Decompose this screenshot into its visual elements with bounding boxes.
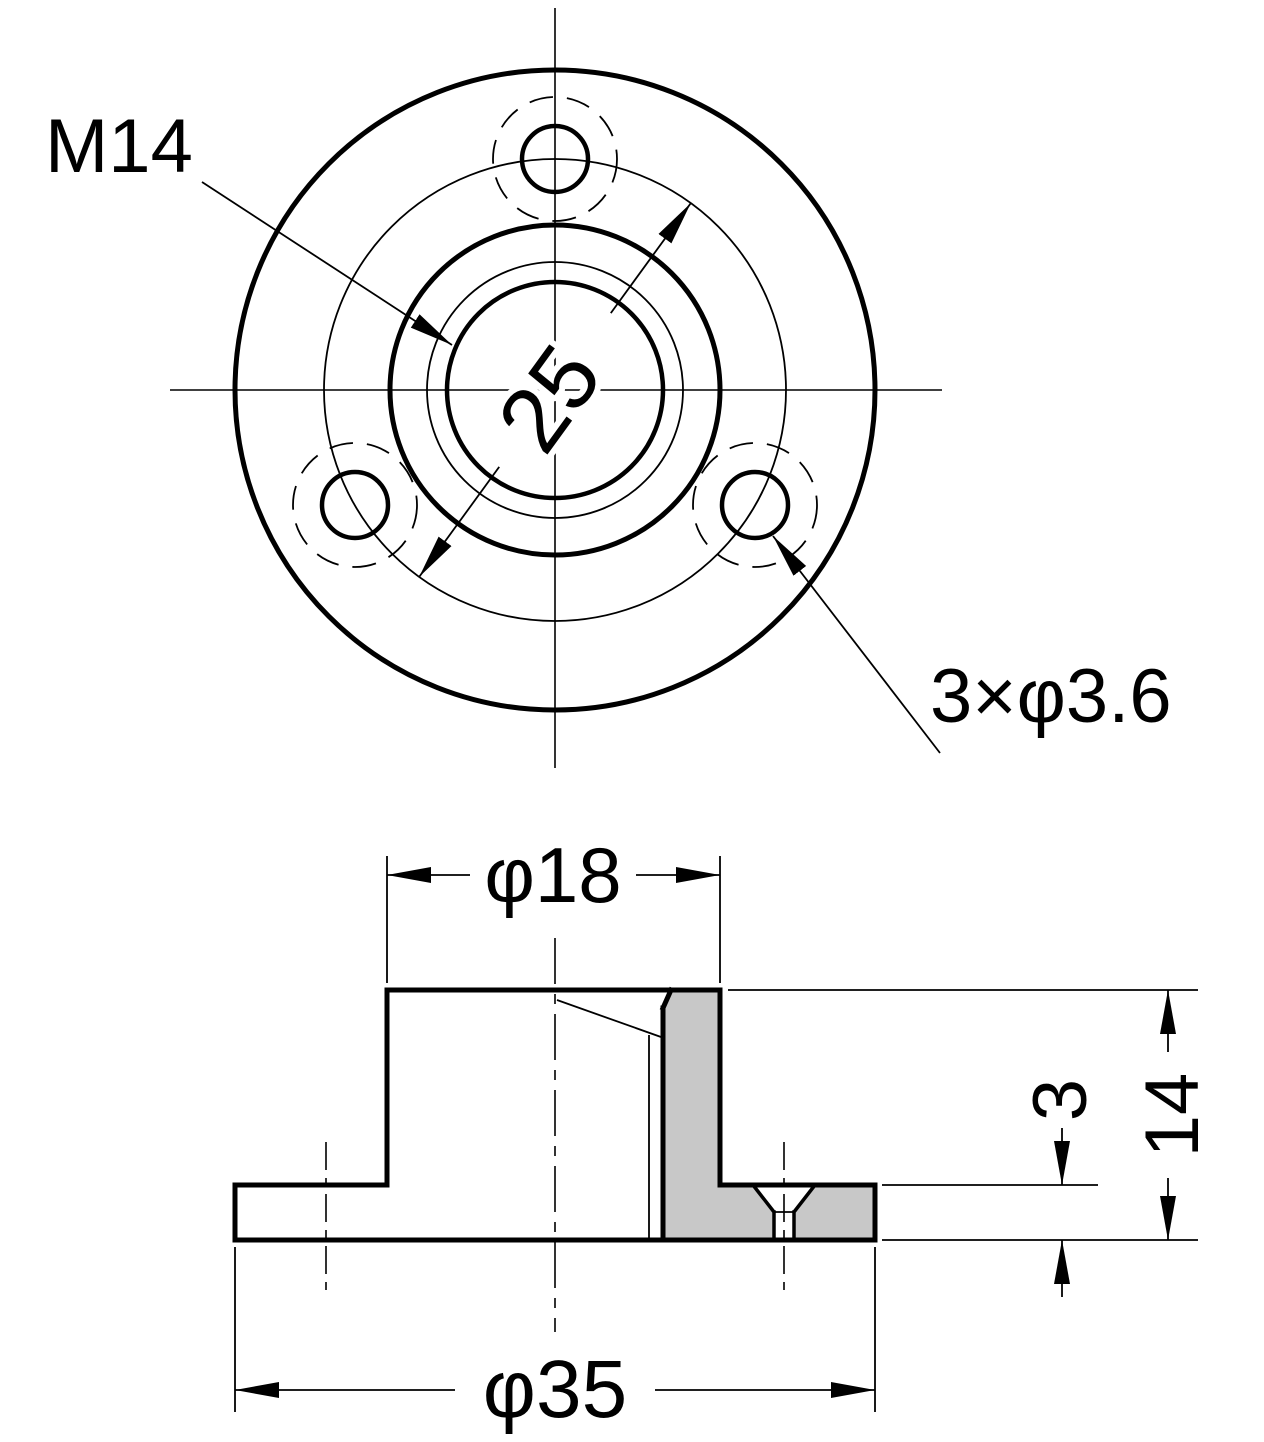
countersink-dashed-circle-right [692, 442, 818, 568]
countersink-edges [750, 1182, 818, 1242]
boss-circle [387, 222, 723, 558]
thread-leader-line [201, 181, 453, 346]
pcd-dimension-label: 25 [478, 327, 621, 470]
section-fill-region [663, 990, 875, 1240]
countersink-dashed-circle-top [492, 96, 618, 222]
holes-leader-line [772, 535, 941, 754]
pcd-dimension-line-lower [418, 466, 500, 578]
height-label: 14 [1130, 1073, 1215, 1158]
flange-dia-label: φ35 [483, 1344, 627, 1435]
holes-count-label: 3×φ3.6 [930, 654, 1172, 739]
mounting-hole-right [719, 469, 791, 541]
hole-wall-line [659, 986, 675, 1243]
pcd-dimension-line-upper [610, 202, 692, 314]
mounting-hole-left [319, 469, 391, 541]
mounting-hole-top [519, 123, 591, 195]
boss-dia-label: φ18 [484, 831, 621, 919]
part-outline [232, 987, 878, 1243]
bolt-circle [323, 158, 787, 622]
thread-label: M14 [45, 104, 193, 189]
thread-major-circle [426, 261, 684, 519]
side-view: φ18 φ35 14 3 [232, 825, 1221, 1441]
chamfer-line [556, 999, 662, 1038]
thread-minor-circle [444, 279, 666, 501]
thickness-label: 3 [1018, 1079, 1103, 1121]
flange-outer-circle [232, 67, 878, 713]
countersink-dashed-circle-left [292, 442, 418, 568]
top-view: 25 M14 3×φ3.6 [45, 8, 1172, 768]
